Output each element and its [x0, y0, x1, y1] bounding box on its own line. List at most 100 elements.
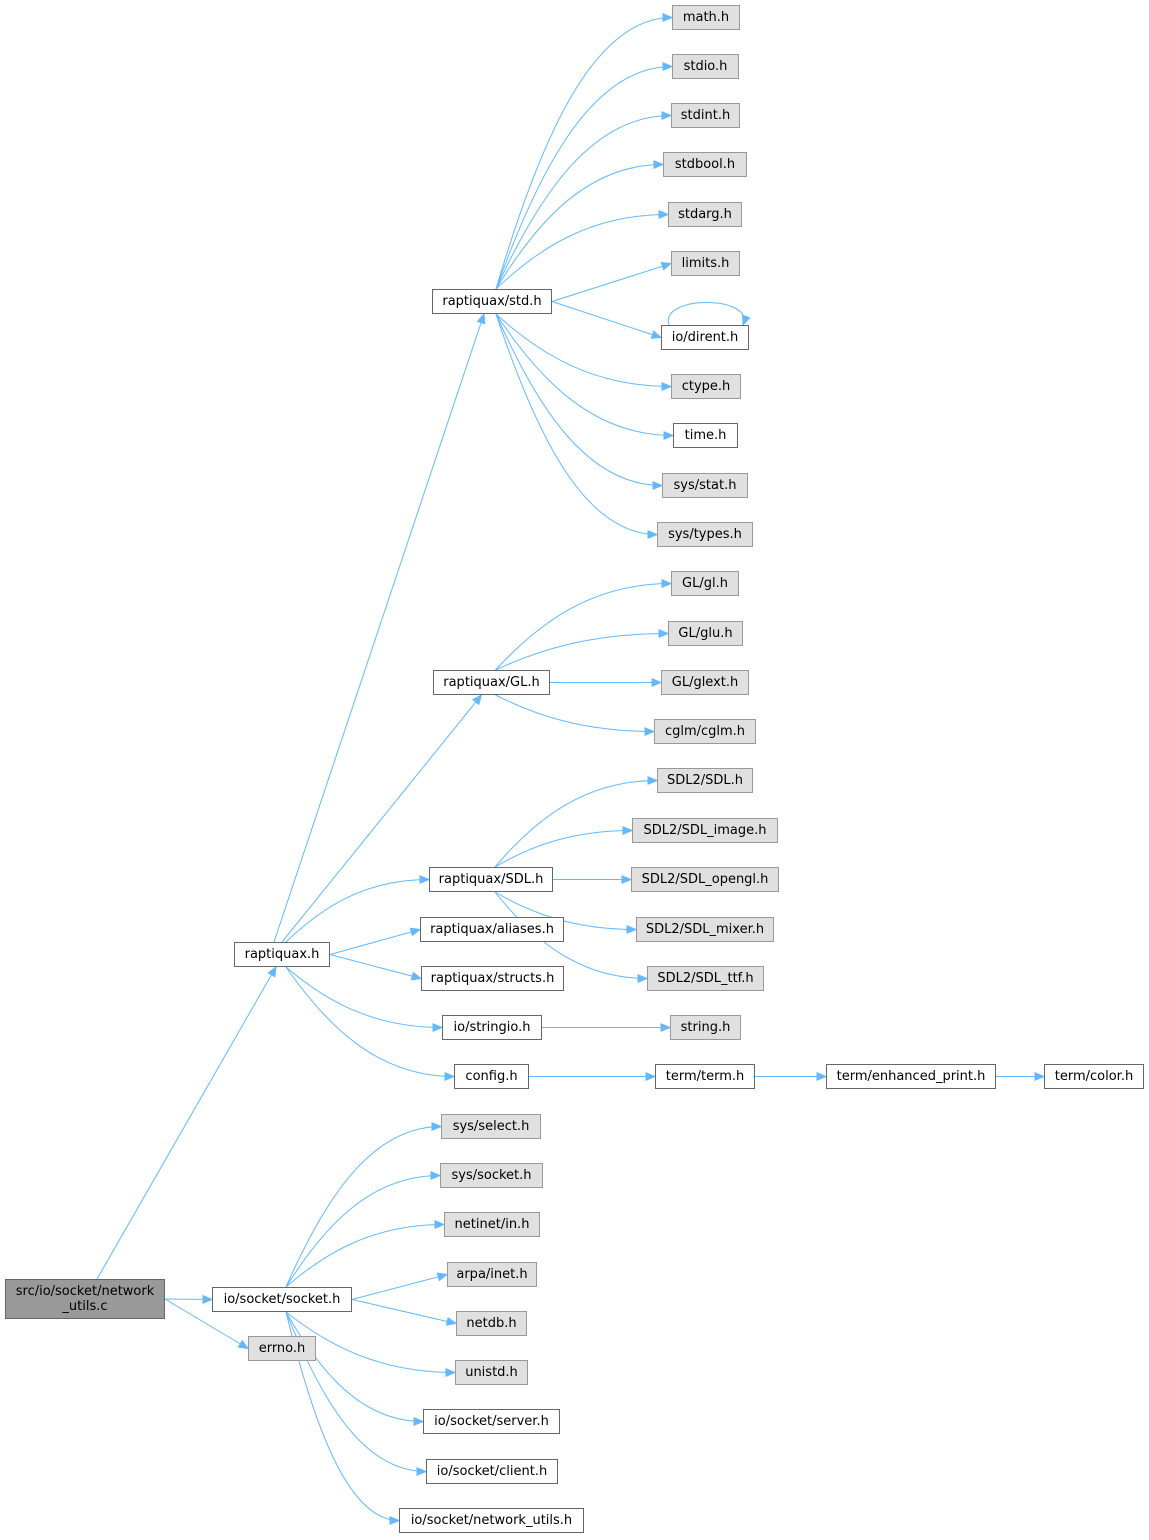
edge-socket-h-to-syssocket-h: [285, 1175, 441, 1288]
edge-arrowhead-sdl-h-to-sdlimage-h: [622, 825, 634, 836]
node-raptiquax-h[interactable]: raptiquax.h: [234, 942, 330, 967]
node-label: arpa/inet.h: [456, 1267, 528, 1282]
node-label: raptiquax/GL.h: [443, 675, 540, 690]
node-cglm-h: cglm/cglm.h: [654, 719, 756, 744]
edge-arrowhead-gl-h-to-glgl-h: [661, 578, 673, 589]
node-glgl-h: GL/gl.h: [671, 571, 739, 596]
edge-std-h-to-stdint-h: [495, 115, 672, 290]
node-label: io/socket/client.h: [436, 1464, 548, 1479]
edge-arrowhead-root-to-raptiquax-h: [267, 965, 277, 978]
node-glglext-h: GL/glext.h: [661, 670, 749, 695]
node-label: ctype.h: [681, 379, 731, 394]
node-gl-h[interactable]: raptiquax/GL.h: [433, 670, 550, 695]
edge-sdl-h-to-sdlttf-h: [494, 891, 648, 979]
node-netinet-h: netinet/in.h: [444, 1212, 540, 1237]
edge-raptiquax-h-to-std-h: [273, 313, 485, 943]
node-netutils-h[interactable]: io/socket/network_utils.h: [399, 1508, 584, 1533]
node-string-h: string.h: [670, 1015, 741, 1040]
node-server-h[interactable]: io/socket/server.h: [423, 1409, 560, 1434]
node-dirent-h[interactable]: io/dirent.h: [661, 325, 749, 350]
edge-arrowhead-socket-h-to-netdb-h: [445, 1316, 458, 1326]
node-label: term/color.h: [1054, 1069, 1134, 1084]
edge-raptiquax-h-to-stringio-h: [285, 966, 443, 1028]
edge-arrowhead-socket-h-to-sysselect-h: [431, 1121, 443, 1132]
edge-arrowhead-std-h-to-time-h: [663, 430, 675, 441]
edge-socket-h-to-netinet-h: [285, 1224, 445, 1288]
node-config-h[interactable]: config.h: [454, 1064, 529, 1089]
edge-arrowhead-gl-h-to-cglm-h: [644, 726, 656, 737]
node-stdarg-h: stdarg.h: [668, 202, 742, 227]
edge-std-h-to-limits-h: [551, 263, 672, 302]
node-label: term/term.h: [665, 1069, 745, 1084]
node-aliases-h[interactable]: raptiquax/aliases.h: [420, 917, 564, 942]
node-label: netdb.h: [466, 1316, 517, 1331]
node-client-h[interactable]: io/socket/client.h: [426, 1459, 558, 1484]
edge-root-to-raptiquax-h: [96, 966, 277, 1280]
edge-arrowhead-sdl-h-to-sdlmixer-h: [626, 924, 638, 935]
node-term-h[interactable]: term/term.h: [655, 1064, 755, 1089]
edge-arrowhead-sdl-h-to-sdl2-h: [647, 775, 659, 786]
node-limits-h: limits.h: [671, 251, 740, 276]
node-label: stdio.h: [683, 59, 728, 74]
node-label: math.h: [682, 10, 730, 25]
edge-arrowhead-raptiquax-h-to-stringio-h: [432, 1022, 444, 1033]
node-stdio-h: stdio.h: [672, 54, 739, 79]
node-color-h[interactable]: term/color.h: [1044, 1064, 1144, 1089]
node-label: GL/gl.h: [682, 576, 728, 591]
node-systypes-h: sys/types.h: [657, 522, 753, 547]
node-math-h: math.h: [672, 5, 740, 30]
edge-arrowhead-std-h-to-stdbool-h: [653, 159, 665, 170]
edge-std-h-to-sysstat-h: [495, 313, 663, 486]
node-label: netinet/in.h: [454, 1217, 530, 1232]
node-enhanced-h[interactable]: term/enhanced_print.h: [826, 1064, 996, 1089]
edge-raptiquax-h-to-config-h: [285, 966, 455, 1077]
node-label: limits.h: [681, 256, 730, 271]
node-label: GL/glext.h: [671, 675, 739, 690]
node-errno-h: errno.h: [248, 1336, 316, 1361]
node-label: errno.h: [258, 1341, 306, 1356]
node-sdlmixer-h: SDL2/SDL_mixer.h: [636, 917, 774, 942]
edge-arrowhead-socket-h-to-netutils-h: [389, 1515, 401, 1526]
node-glglu-h: GL/glu.h: [668, 621, 743, 646]
edge-std-h-to-math-h: [495, 17, 673, 290]
node-stringio-h[interactable]: io/stringio.h: [442, 1015, 542, 1040]
edge-socket-h-to-unistd-h: [285, 1311, 456, 1373]
edge-arrowhead-raptiquax-h-to-structs-h: [410, 971, 423, 981]
edge-arrowhead-socket-h-to-client-h: [416, 1466, 428, 1477]
node-time-h[interactable]: time.h: [673, 423, 738, 448]
node-label: raptiquax.h: [244, 947, 320, 962]
edge-arrowhead-raptiquax-h-to-gl-h: [471, 694, 483, 706]
node-std-h[interactable]: raptiquax/std.h: [432, 289, 552, 314]
edge-sdl-h-to-sdlimage-h: [494, 830, 633, 868]
edge-std-h-to-stdio-h: [495, 66, 673, 290]
edge-arrowhead-config-h-to-term-h: [645, 1071, 657, 1082]
edge-arrowhead-sdl-h-to-sdlttf-h: [637, 973, 649, 984]
node-label: SDL2/SDL_mixer.h: [645, 922, 765, 937]
edge-arrowhead-raptiquax-h-to-std-h: [476, 312, 486, 325]
node-sdlimage-h: SDL2/SDL_image.h: [632, 818, 778, 843]
edge-arrowhead-socket-h-to-netinet-h: [434, 1219, 446, 1230]
node-label: raptiquax/SDL.h: [438, 872, 544, 887]
node-unistd-h: unistd.h: [455, 1360, 528, 1385]
node-label: src/io/socket/network_utils.c: [15, 1284, 155, 1314]
edge-arrowhead-socket-h-to-server-h: [413, 1416, 425, 1427]
node-label: unistd.h: [465, 1365, 518, 1380]
edge-arrowhead-stringio-h-to-string-h: [660, 1022, 672, 1033]
node-sdl-h[interactable]: raptiquax/SDL.h: [429, 867, 553, 892]
node-label: sys/stat.h: [673, 478, 737, 493]
node-socket-h[interactable]: io/socket/socket.h: [212, 1287, 352, 1312]
edge-arrowhead-raptiquax-h-to-aliases-h: [409, 927, 422, 937]
edge-arrowhead-std-h-to-stdint-h: [661, 110, 673, 121]
node-syssocket-h: sys/socket.h: [440, 1163, 543, 1188]
edge-root-to-errno-h: [164, 1298, 249, 1349]
node-structs-h[interactable]: raptiquax/structs.h: [421, 966, 564, 991]
edge-std-h-to-stdarg-h: [495, 214, 669, 290]
edge-arrowhead-dirent-h-to-dirent-h: [742, 314, 751, 327]
edge-arrowhead-socket-h-to-syssocket-h: [430, 1170, 442, 1181]
edge-arrowhead-std-h-to-sysstat-h: [652, 480, 664, 491]
node-label: stdint.h: [680, 108, 731, 123]
node-label: cglm/cglm.h: [664, 724, 746, 739]
edge-arrowhead-std-h-to-limits-h: [660, 262, 673, 271]
edge-raptiquax-h-to-aliases-h: [329, 929, 421, 955]
node-sysselect-h: sys/select.h: [441, 1114, 541, 1139]
